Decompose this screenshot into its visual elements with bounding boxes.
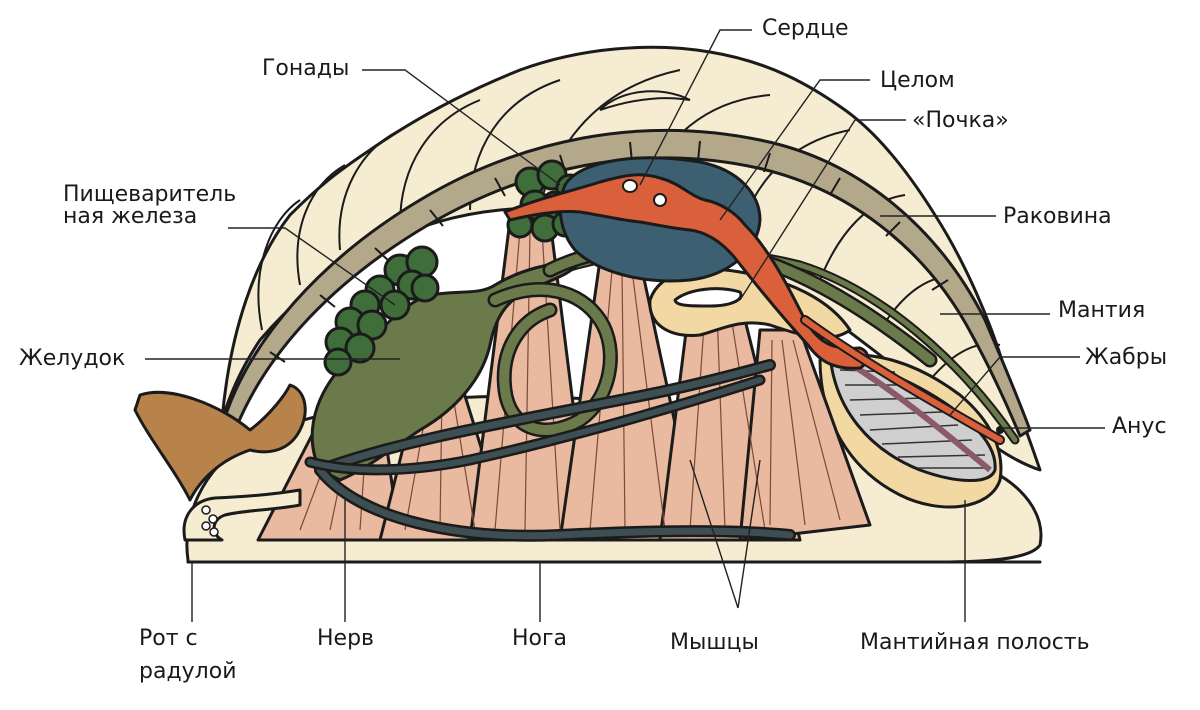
aorta	[802, 317, 1003, 443]
label-stomach: Желудок	[19, 346, 126, 371]
kidney-lumen	[673, 287, 743, 308]
label-kidney: «Почка»	[912, 108, 1009, 133]
label-heart: Сердце	[762, 16, 849, 41]
digestive-gland	[323, 245, 440, 377]
nerve-cord	[304, 359, 796, 542]
leader-lines	[145, 29, 1105, 622]
head-lobe	[133, 383, 307, 502]
label-mouth-line2: радулой	[139, 659, 237, 684]
label-mantle: Мантия	[1058, 298, 1146, 323]
label-mouth-line1: Рот с	[139, 626, 198, 651]
label-nerve: Нерв	[317, 626, 375, 651]
label-shell: Раковина	[1003, 204, 1112, 229]
label-muscles: Мышцы	[670, 630, 759, 655]
shell-band	[222, 128, 1032, 438]
anus	[996, 426, 1004, 434]
label-gonads: Гонады	[262, 56, 350, 81]
radula-teeth	[201, 505, 219, 537]
label-foot: Нога	[512, 626, 568, 651]
label-coelom: Целом	[880, 68, 955, 93]
label-anus: Анус	[1112, 414, 1167, 439]
label-digestive-gland-line1: Пищеваритель	[63, 182, 237, 207]
label-digestive-gland-line2: ная железа	[63, 204, 198, 229]
label-mantle-cavity: Мантийная полость	[860, 630, 1090, 655]
label-gills: Жабры	[1085, 345, 1168, 370]
